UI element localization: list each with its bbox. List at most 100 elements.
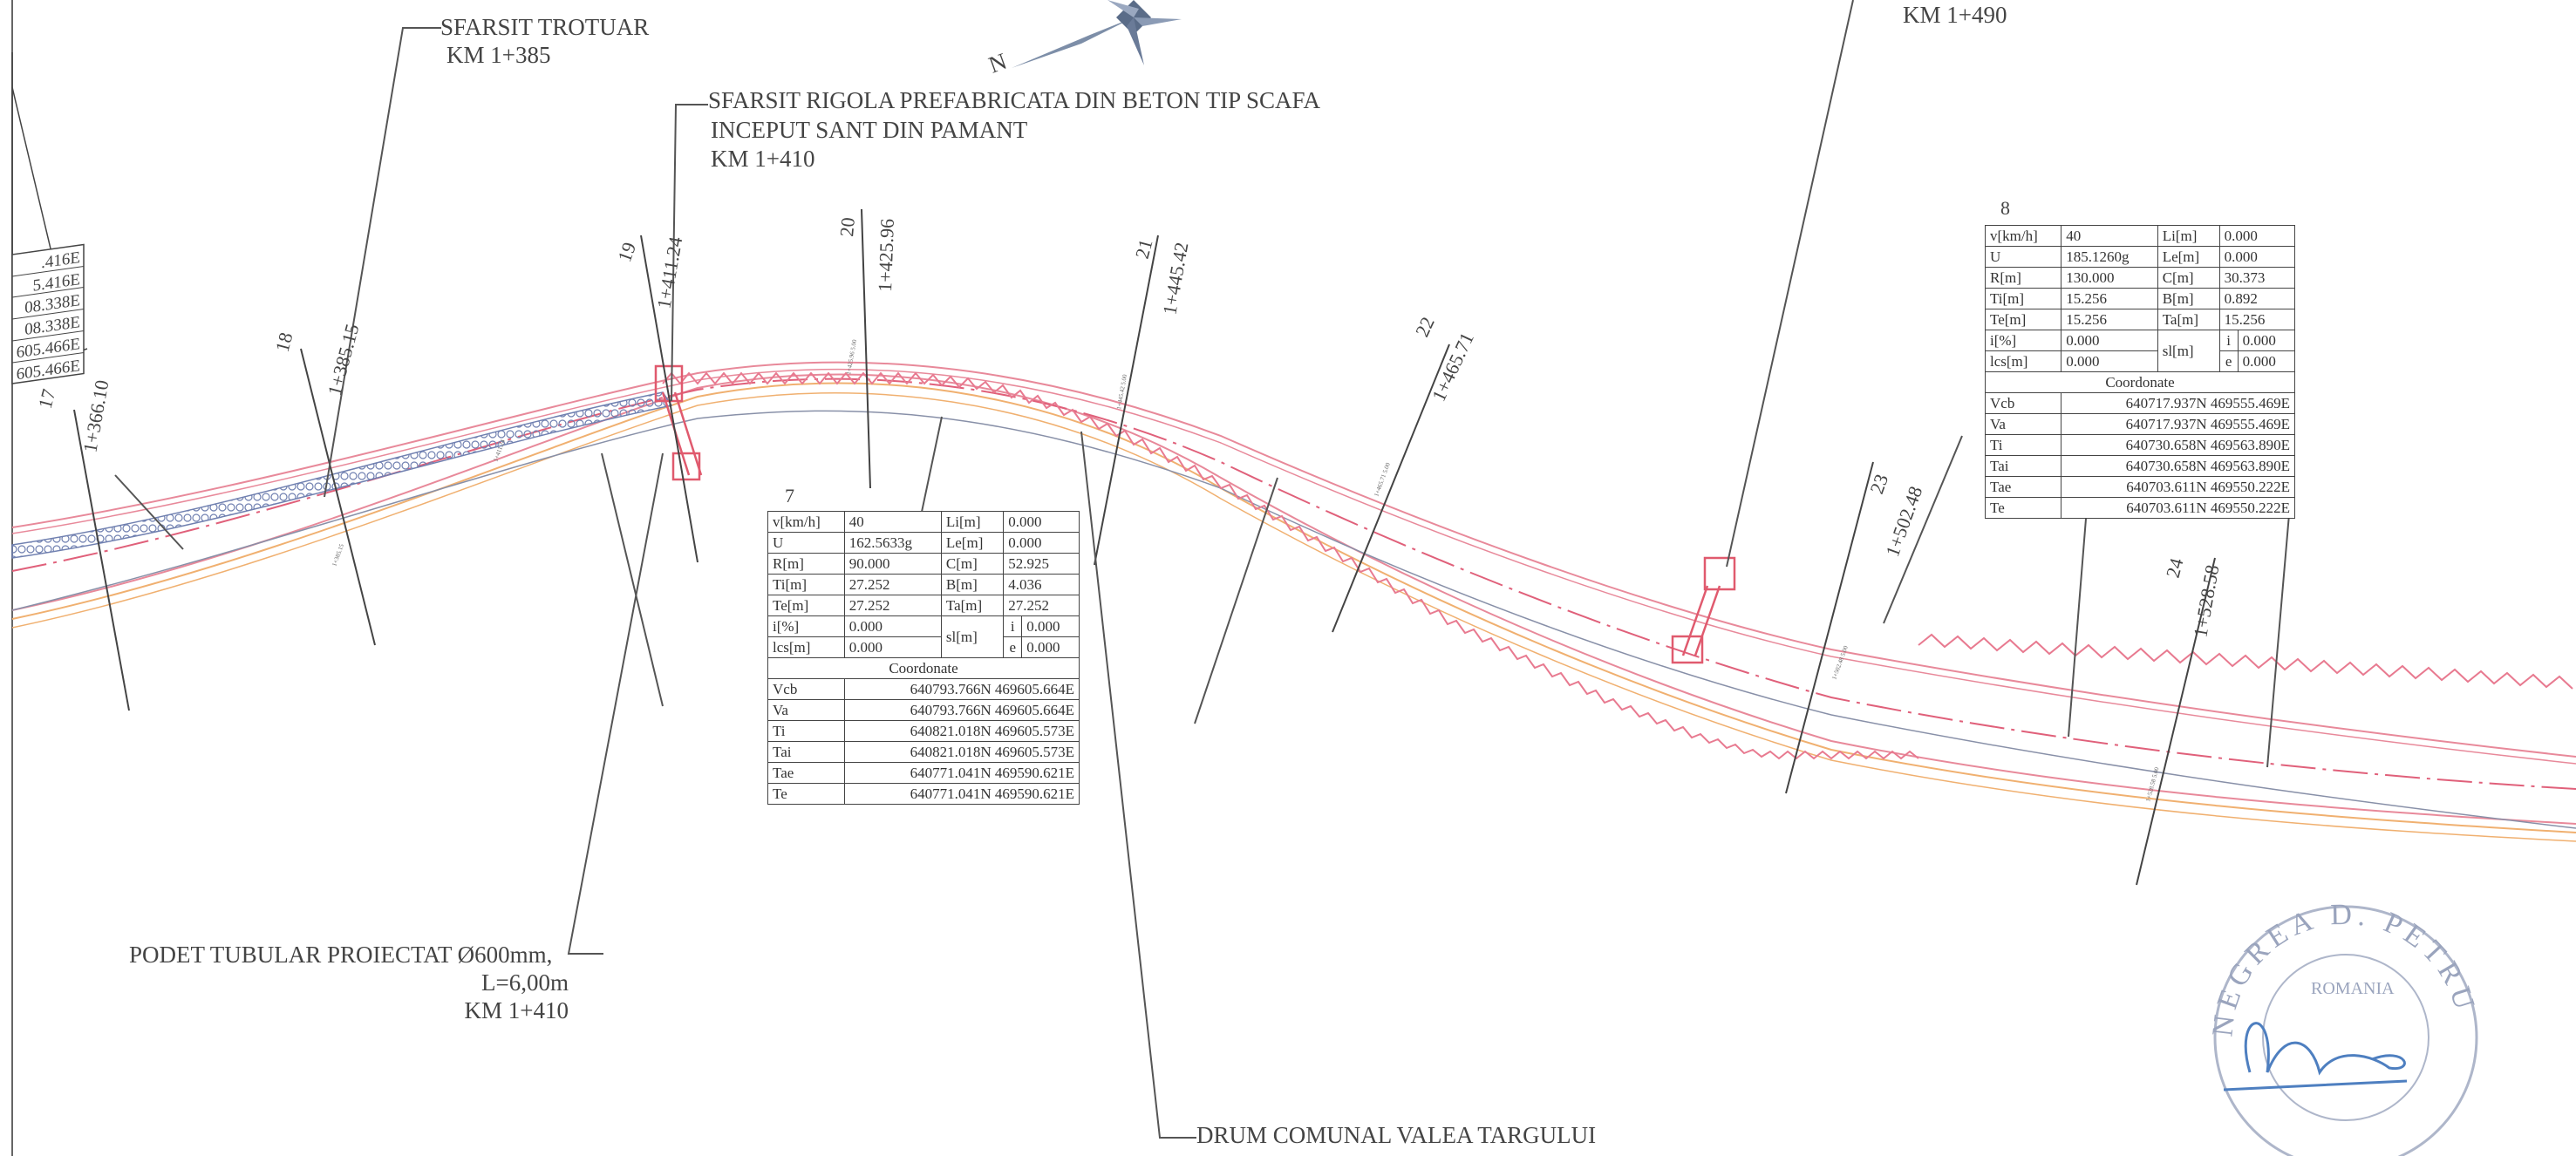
profile-number: 18 xyxy=(271,330,297,355)
svg-text:INCEPUT SANT DIN PAMANT: INCEPUT SANT DIN PAMANT xyxy=(711,117,1028,143)
svg-text:1+385.15: 1+385.15 xyxy=(331,542,345,567)
compass-rose-icon xyxy=(1012,0,1182,68)
coord-value: 640821.018N 469605.573E xyxy=(843,720,1080,742)
profile-station: 1+425.96 xyxy=(874,218,898,292)
svg-text:NEGREA D. PETRU: NEGREA D. PETRU xyxy=(2206,899,2482,1038)
coord-point: Ti xyxy=(1984,434,2062,456)
param-name: U xyxy=(767,532,845,554)
param-value: 0.000 xyxy=(2218,246,2296,268)
north-label: N xyxy=(985,48,1011,78)
profile-station: 1+385.15 xyxy=(324,322,364,398)
param-value: 27.252 xyxy=(843,595,942,616)
profile-station: 1+502.48 xyxy=(1881,483,1926,559)
curve-number: 7 xyxy=(785,485,794,507)
svg-text:L=6,00m: L=6,00m xyxy=(481,969,569,996)
param-name: Le[m] xyxy=(940,532,1005,554)
param-value: 90.000 xyxy=(843,553,942,575)
profile-station: 1+528.58 xyxy=(2189,563,2223,639)
svg-text:SFARSIT TROTUAR: SFARSIT TROTUAR xyxy=(440,14,649,40)
param-name: C[m] xyxy=(2157,267,2220,289)
coord-point: Ti xyxy=(767,720,845,742)
coord-value: 640793.766N 469605.664E xyxy=(843,678,1080,700)
road-alignment xyxy=(11,361,2576,842)
param-value: 0.000 xyxy=(1003,532,1080,554)
param-name: C[m] xyxy=(940,553,1005,575)
param-value: 0.000 xyxy=(1003,511,1080,533)
coord-point: Vcb xyxy=(1984,392,2062,414)
annotation-end-sidewalk: SFARSIT TROTUAR KM 1+385 xyxy=(440,14,649,68)
svg-text:KM 1+410: KM 1+410 xyxy=(465,997,569,1023)
svg-text:KM 1+410: KM 1+410 xyxy=(711,146,814,172)
profile-station: 1+411.24 xyxy=(652,235,686,310)
coord-value: 640821.018N 469605.573E xyxy=(843,741,1080,763)
param-name: Te[m] xyxy=(1984,309,2062,330)
profile-number: 20 xyxy=(835,216,859,237)
param-name: Li[m] xyxy=(940,511,1005,533)
param-name: Ta[m] xyxy=(940,595,1005,616)
profile-labels: 17 1+366.10 18 1+385.15 19 1+411.24 20 1… xyxy=(34,216,2224,639)
param-name: lcs[m] xyxy=(1984,350,2062,372)
coord-value: 640703.611N 469550.222E xyxy=(2061,476,2295,498)
param-value: 0.000 xyxy=(2218,225,2296,247)
curve-number: 8 xyxy=(2000,197,2010,219)
annotation-end-gutter: SFARSIT RIGOLA PREFABRICATA DIN BETON TI… xyxy=(708,87,1320,172)
coord-point: Te xyxy=(767,783,845,805)
param-name: R[m] xyxy=(1984,267,2062,289)
param-value: 27.252 xyxy=(843,574,942,595)
param-value: 15.256 xyxy=(2061,309,2158,330)
param-name: e xyxy=(1003,636,1023,658)
param-name: Ti[m] xyxy=(1984,288,2062,309)
param-name: i[%] xyxy=(767,615,845,637)
profile-number: 24 xyxy=(2162,556,2188,581)
param-name: U xyxy=(1984,246,2062,268)
leader-lines xyxy=(114,0,2290,1139)
coord-point: Vcb xyxy=(767,678,845,700)
coord-value: 640717.937N 469555.469E xyxy=(2061,392,2295,414)
profile-number: 21 xyxy=(1131,237,1157,262)
param-name: Ta[m] xyxy=(2157,309,2220,330)
profile-number: 17 xyxy=(34,387,60,411)
param-name: lcs[m] xyxy=(767,636,845,658)
coord-value: 640730.658N 469563.890E xyxy=(2061,434,2295,456)
partial-coordinate-table: .416E 5.416E 08.338E 08.338E 605.466E 60… xyxy=(11,52,88,384)
annotation-commune-road: DRUM COMUNAL VALEA TARGULUI xyxy=(1196,1122,1596,1148)
param-value: 0.000 xyxy=(1021,615,1080,637)
profile-number: 19 xyxy=(613,239,640,264)
culvert-symbols xyxy=(654,364,1736,664)
param-value: 40 xyxy=(843,511,942,533)
param-value: 130.000 xyxy=(2061,267,2158,289)
surveyor-stamp: NEGREA D. PETRU ROMANIA xyxy=(2206,899,2482,1156)
param-name: Te[m] xyxy=(767,595,845,616)
table-row: Coordonate xyxy=(1985,371,2295,393)
coord-value: 640703.611N 469550.222E xyxy=(2061,497,2295,519)
param-name: e xyxy=(2218,350,2239,372)
param-value: 0.000 xyxy=(2061,330,2158,351)
coord-value: 640793.766N 469605.664E xyxy=(843,699,1080,721)
svg-text:SFARSIT RIGOLA PREFABRICATA DI: SFARSIT RIGOLA PREFABRICATA DIN BETON TI… xyxy=(708,87,1320,113)
signature xyxy=(2223,1022,2408,1091)
param-value: 4.036 xyxy=(1003,574,1080,595)
profile-lines xyxy=(73,208,2216,886)
param-value: 52.925 xyxy=(1003,553,1080,575)
coord-value: 640771.041N 469590.621E xyxy=(843,762,1080,784)
coord-point: Va xyxy=(767,699,845,721)
